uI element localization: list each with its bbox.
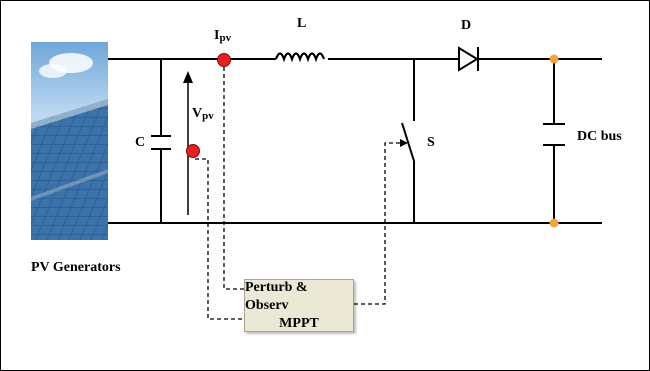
voltage-label: V <box>192 106 202 121</box>
dc-bus-label: DC bus <box>577 129 622 144</box>
diode-label: D <box>461 18 471 33</box>
mppt-line-1: Perturb & Observ <box>245 279 308 313</box>
capacitor-c <box>151 59 171 223</box>
svg-text:Vpv: Vpv <box>192 106 214 122</box>
voltage-sensor-node <box>186 144 200 158</box>
svg-text:Ipv: Ipv <box>214 28 232 44</box>
switch-label: S <box>427 135 435 150</box>
dc-bus-capacitor <box>543 59 565 223</box>
switch-s <box>401 59 415 223</box>
pv-panel-image <box>31 42 108 240</box>
mppt-controller-block: Perturb & Observ MPPT <box>244 279 354 332</box>
current-sensor-node <box>217 53 231 67</box>
capacitor-label: C <box>135 135 145 150</box>
voltage-arrow <box>183 71 193 215</box>
inductor-l <box>274 52 326 63</box>
current-label: I <box>214 28 219 43</box>
switch-control-arrowhead <box>400 139 408 147</box>
voltage-subscript: pv <box>202 110 214 122</box>
pv-generators-label: PV Generators <box>31 260 121 275</box>
control-signal-lines <box>195 67 401 320</box>
mppt-line-2: MPPT <box>279 315 319 331</box>
current-subscript: pv <box>219 32 231 44</box>
dc-bus-top-node <box>549 54 559 64</box>
dc-bus-bottom-node <box>549 218 559 228</box>
inductor-label: L <box>297 16 306 31</box>
diode-d <box>458 46 479 72</box>
